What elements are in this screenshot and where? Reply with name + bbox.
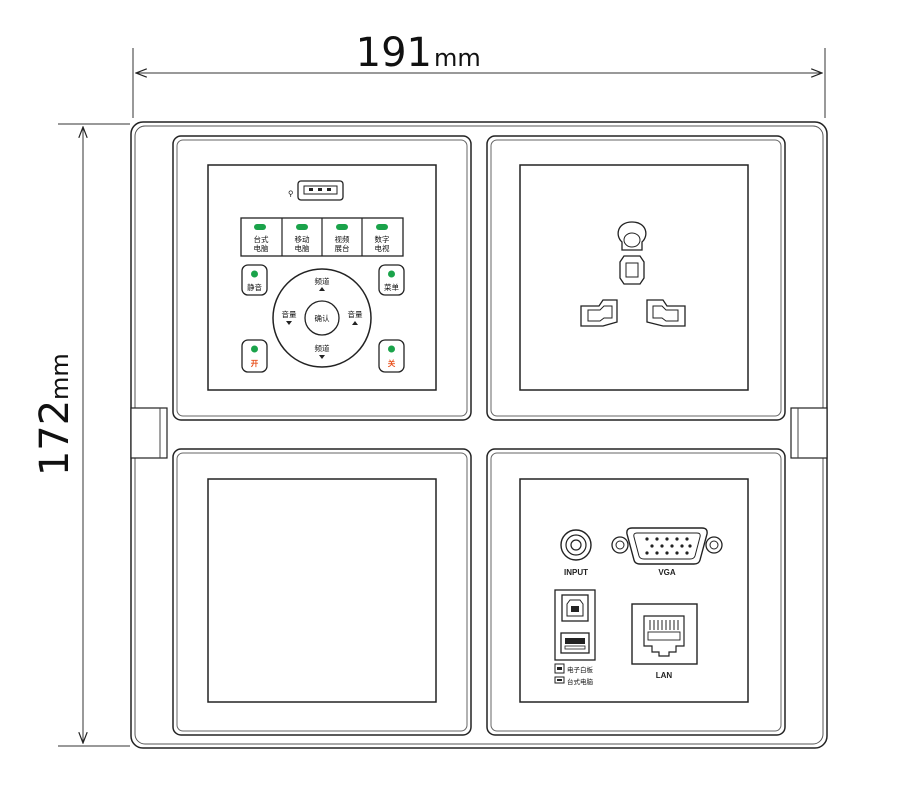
usb-line2-label: 台式电脑	[567, 677, 594, 686]
source-label-line1: 视频	[335, 234, 350, 244]
right-clip	[790, 407, 828, 459]
led-indicator	[388, 345, 395, 353]
led-indicator	[254, 224, 266, 230]
confirm-label: 确认	[315, 313, 330, 323]
usb-port-stack[interactable]	[554, 589, 596, 661]
channel-up-button[interactable]: 频道	[315, 276, 330, 291]
channel-down-button[interactable]: 频道	[315, 343, 330, 359]
channel-up-label: 频道	[315, 276, 330, 286]
ground-pin-lower	[619, 255, 645, 285]
mute-label: 静音	[247, 282, 262, 292]
blank-module	[172, 448, 472, 736]
ground-pin-slot	[617, 221, 647, 251]
vga-label: VGA	[658, 568, 676, 577]
led-indicator	[376, 224, 388, 230]
volume-down-label: 音量	[282, 309, 297, 319]
source-label-line2: 展台	[335, 243, 350, 253]
arrow-down-icon	[319, 355, 325, 359]
width-unit: mm	[434, 44, 481, 72]
audio-input-jack[interactable]	[560, 529, 592, 561]
arrow-up-icon	[319, 287, 325, 291]
confirm-button[interactable]: 确认	[304, 300, 340, 336]
mute-button[interactable]: 静音	[241, 264, 268, 296]
led-indicator	[251, 345, 258, 353]
height-value: 172	[32, 400, 78, 476]
lan-label: LAN	[656, 671, 673, 680]
volume-up-button[interactable]: 音量	[348, 309, 363, 325]
arrow-up-icon	[352, 321, 358, 325]
volume-up-label: 音量	[348, 309, 363, 319]
usb-legend: 电子白板 台式电脑	[554, 663, 594, 686]
power-on-button[interactable]: 开	[241, 339, 268, 373]
universal-socket[interactable]	[580, 221, 686, 327]
height-unit: mm	[46, 353, 74, 400]
source-label-line2: 电脑	[295, 243, 310, 253]
height-dimension: 172 mm	[32, 123, 130, 747]
source-label-line2: 电视	[375, 243, 390, 253]
source-button-4[interactable]: 数字 电视	[375, 224, 390, 253]
source-button-2[interactable]: 移动 电脑	[295, 218, 323, 256]
led-indicator	[251, 270, 258, 278]
source-button-3[interactable]: 视频 展台	[335, 218, 363, 256]
usb-line1-label: 电子白板	[567, 665, 594, 674]
arrow-down-icon	[286, 321, 292, 325]
rj45-pins	[649, 620, 679, 630]
left-clip	[130, 407, 168, 459]
vga-screw-left	[611, 536, 629, 554]
source-label-line1: 移动	[295, 234, 310, 244]
menu-button[interactable]: 菜单	[378, 264, 405, 296]
source-label-line1: 数字	[375, 234, 390, 244]
led-indicator	[296, 224, 308, 230]
control-module: ⚲ 台式 电脑 移动 电脑 视频 展台 数字	[172, 135, 472, 421]
socket-module	[486, 135, 786, 421]
menu-label: 菜单	[384, 282, 399, 292]
vga-screw-right	[705, 536, 723, 554]
width-value: 191	[356, 30, 432, 76]
direction-pad: 频道 频道 音量 音量 确认	[272, 268, 372, 368]
ports-faceplate	[519, 478, 749, 703]
control-usb-port[interactable]: ⚲	[288, 180, 344, 201]
ports-module: INPUT VGA	[486, 448, 786, 736]
vga-port[interactable]	[611, 527, 723, 565]
power-off-button[interactable]: 关	[378, 339, 405, 373]
vga-pins	[645, 537, 692, 555]
source-label-line2: 电脑	[254, 243, 269, 253]
usb-b-port	[561, 594, 589, 622]
channel-down-label: 频道	[315, 343, 330, 353]
blank-faceplate	[207, 478, 437, 703]
led-indicator	[336, 224, 348, 230]
width-dimension: 191 mm	[132, 30, 826, 118]
usb-icon: ⚲	[288, 189, 294, 198]
lan-port[interactable]	[631, 603, 698, 665]
input-label: INPUT	[564, 568, 588, 577]
source-button-1[interactable]: 台式 电脑	[254, 218, 283, 256]
power-on-label: 开	[251, 359, 259, 368]
source-label-line1: 台式	[254, 234, 269, 244]
led-indicator	[388, 270, 395, 278]
power-off-label: 关	[388, 358, 396, 368]
volume-down-button[interactable]: 音量	[282, 309, 297, 325]
